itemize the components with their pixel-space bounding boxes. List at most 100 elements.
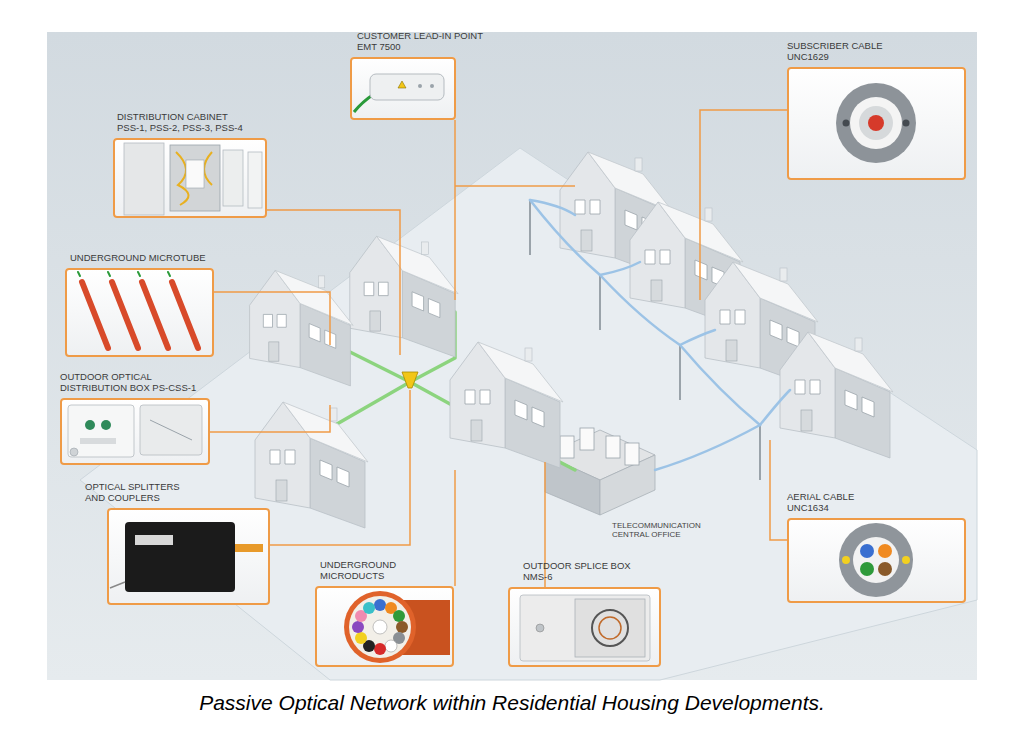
distribution-cabinet-icon bbox=[170, 145, 220, 211]
aerial-fibre bbox=[530, 200, 790, 470]
microducts-icon bbox=[385, 640, 397, 652]
leader-line bbox=[454, 120, 456, 300]
distribution-box-icon bbox=[150, 420, 192, 440]
house bbox=[250, 152, 893, 528]
callout-box: DISTRIBUTION CABINET PSS-1, PSS-2, PSS-3… bbox=[113, 112, 267, 218]
microtube-icon bbox=[142, 282, 168, 348]
callout-heading: UNDERGROUND MICROTUBE bbox=[70, 253, 240, 264]
splitter-icon bbox=[110, 522, 263, 592]
distribution-cabinet-icon bbox=[223, 150, 243, 206]
subscriber-cable-icon bbox=[868, 115, 884, 131]
leader-line bbox=[700, 110, 787, 300]
aerial-cable-icon bbox=[839, 523, 913, 597]
aerial-fibre bbox=[600, 262, 640, 275]
aerial-poles bbox=[529, 200, 531, 255]
callout-box: OPTICAL SPLITTERS AND COUPLERS bbox=[85, 482, 270, 605]
splitter-icon bbox=[110, 582, 125, 588]
microtube-icon bbox=[82, 282, 108, 348]
callout-box: OUTDOOR OPTICAL DISTRIBUTION BOX PS-CSS-… bbox=[60, 372, 210, 465]
microtube-icon bbox=[168, 272, 170, 276]
distribution-cabinet-icon bbox=[186, 160, 204, 188]
house bbox=[780, 332, 893, 458]
caption: Passive Optical Network within Residenti… bbox=[0, 691, 1024, 715]
subscriber-cable-icon bbox=[850, 97, 902, 149]
callout-frame bbox=[787, 518, 966, 603]
splice-box-icon bbox=[592, 610, 628, 646]
leader-line bbox=[454, 470, 456, 586]
underground-fibre bbox=[330, 382, 410, 428]
leader-line bbox=[270, 390, 410, 545]
distribution-box-icon bbox=[85, 420, 95, 430]
callout-box: UNDERGROUND MICROTUBE bbox=[65, 253, 240, 357]
callout-frame bbox=[113, 138, 267, 218]
subscriber-cable-icon bbox=[903, 120, 910, 127]
aerial-poles bbox=[679, 345, 681, 400]
callout-box: SUBSCRIBER CABLE UNC1629 bbox=[787, 41, 966, 180]
central-office bbox=[545, 428, 655, 515]
lead-in-point-icon bbox=[354, 74, 444, 112]
callout-box: UNDERGROUND MICRODUCTS bbox=[315, 560, 454, 667]
subscriber-cable-icon bbox=[843, 120, 850, 127]
callout-background bbox=[787, 67, 966, 180]
distribution-cabinet-icon bbox=[204, 152, 212, 185]
aerial-fibre bbox=[530, 200, 760, 425]
lead-in-point-icon bbox=[430, 84, 434, 88]
central-office bbox=[625, 443, 639, 465]
distribution-box-icon bbox=[70, 448, 78, 456]
leader-line bbox=[455, 185, 575, 187]
aerial-fibre bbox=[680, 330, 715, 345]
microtube-icon bbox=[112, 282, 138, 348]
callout-background bbox=[787, 518, 966, 603]
splitter-icon bbox=[235, 544, 263, 552]
microducts-icon bbox=[373, 620, 387, 634]
aerial-poles bbox=[599, 275, 601, 330]
central-office bbox=[606, 436, 620, 458]
aerial-fibre bbox=[655, 425, 760, 470]
house bbox=[255, 402, 368, 528]
distribution-cabinet-icon bbox=[124, 143, 262, 215]
microtube-icon bbox=[138, 272, 140, 276]
distribution-box-icon bbox=[68, 405, 134, 457]
microducts-icon bbox=[344, 591, 450, 663]
lead-in-point-icon bbox=[398, 81, 406, 88]
splice-box-icon bbox=[520, 595, 650, 661]
lead-in-point-icon bbox=[370, 74, 444, 100]
background-panel bbox=[47, 32, 977, 680]
callout-heading: UNDERGROUND MICRODUCTS bbox=[320, 560, 420, 582]
callout-background bbox=[60, 398, 210, 465]
distribution-box-icon bbox=[80, 438, 116, 444]
callout-heading: DISTRIBUTION CABINET PSS-1, PSS-2, PSS-3… bbox=[117, 112, 251, 134]
microducts-icon bbox=[344, 591, 416, 663]
splice-box-icon bbox=[599, 617, 621, 639]
callout-box: CUSTOMER LEAD-IN POINT EMT 7500 bbox=[350, 31, 495, 120]
aerial-fibre bbox=[760, 390, 790, 425]
aerial-cable-icon bbox=[860, 562, 874, 576]
aerial-cable-icon bbox=[842, 556, 850, 564]
building-label: TELECOMMUNICATION CENTRAL OFFICE bbox=[612, 521, 722, 539]
microtube-icon bbox=[78, 272, 198, 348]
aerial-cable-icon bbox=[853, 537, 899, 583]
distribution-cabinet-icon bbox=[124, 143, 164, 215]
leader-line bbox=[210, 405, 330, 432]
callout-background bbox=[350, 57, 456, 120]
callout-background bbox=[60, 57, 966, 667]
central-office bbox=[580, 428, 594, 450]
leader-line bbox=[267, 210, 400, 355]
microducts-icon bbox=[374, 643, 386, 655]
splitter-icon bbox=[135, 535, 173, 545]
callout-heading: CUSTOMER LEAD-IN POINT EMT 7500 bbox=[357, 31, 495, 53]
callout-heading: OUTDOOR SPLICE BOX NMS-6 bbox=[523, 561, 643, 583]
leader-line bbox=[770, 440, 787, 540]
microducts-icon bbox=[352, 621, 364, 633]
distribution-box-icon bbox=[101, 420, 111, 430]
subscriber-cable-icon bbox=[859, 106, 893, 140]
aerial-poles bbox=[759, 425, 761, 480]
background-panel bbox=[47, 32, 977, 680]
microtube-icon bbox=[108, 272, 110, 276]
aerial-cable-icon bbox=[878, 562, 892, 576]
lead-in-point-icon bbox=[418, 84, 422, 88]
callout-background bbox=[315, 586, 454, 667]
callout-frame bbox=[787, 67, 966, 180]
microducts-icon bbox=[355, 632, 367, 644]
